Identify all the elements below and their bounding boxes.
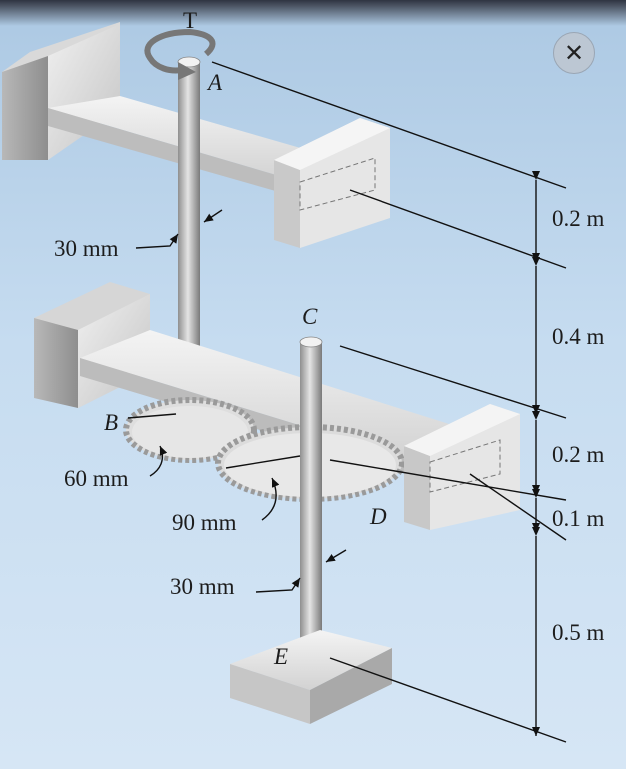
length-label-1: 0.2 m <box>552 206 605 231</box>
length-label-5: 0.5 m <box>552 620 605 645</box>
close-button[interactable]: ✕ <box>553 32 595 74</box>
point-b-label: B <box>104 410 118 435</box>
torque-arrow <box>144 28 216 80</box>
upper-right-block <box>274 118 390 248</box>
length-label-4: 0.1 m <box>552 506 605 531</box>
length-label-3: 0.2 m <box>552 442 605 467</box>
close-icon: ✕ <box>563 39 585 67</box>
gear-d-diameter-label: 90 mm <box>172 510 237 535</box>
torque-label: T <box>183 8 197 33</box>
base-block <box>230 630 392 724</box>
lower-right-block <box>404 404 520 530</box>
shaft-lower <box>299 336 323 660</box>
gear-b-diameter-label: 60 mm <box>64 466 129 491</box>
shaft-upper <box>177 56 201 370</box>
leader-lines <box>127 209 347 593</box>
lower-shaft-diameter-label: 30 mm <box>170 574 235 599</box>
dimension-lines <box>211 61 567 743</box>
point-d-label: D <box>369 504 387 529</box>
length-label-2: 0.4 m <box>552 324 605 349</box>
upper-shaft-diameter-label: 30 mm <box>54 236 119 261</box>
point-e-label: E <box>273 644 288 669</box>
point-c-label: C <box>302 304 318 329</box>
point-a-label: A <box>206 70 223 95</box>
